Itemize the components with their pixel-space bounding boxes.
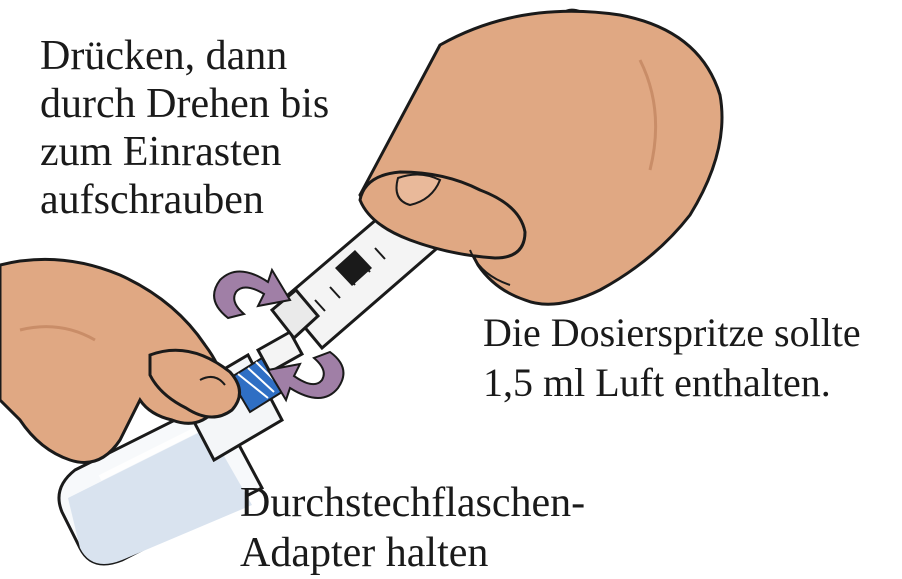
instruction-line: durch Drehen bis bbox=[40, 80, 329, 128]
instruction-line: Adapter halten bbox=[240, 528, 585, 578]
instruction-text-hold-adapter: Durchstechflaschen- Adapter halten bbox=[240, 478, 585, 578]
instruction-line: 1,5 ml Luft enthalten. bbox=[483, 358, 861, 408]
instruction-line: zum Einrasten bbox=[40, 128, 329, 176]
instruction-text-twist: Drücken, dann durch Drehen bis zum Einra… bbox=[40, 32, 329, 224]
instruction-text-air: Die Dosierspritze sollte 1,5 ml Luft ent… bbox=[483, 308, 861, 408]
instruction-line: Die Dosierspritze sollte bbox=[483, 308, 861, 358]
instruction-line: aufschrauben bbox=[40, 176, 329, 224]
instruction-line: Durchstechflaschen- bbox=[240, 478, 585, 528]
instruction-line: Drücken, dann bbox=[40, 32, 329, 80]
